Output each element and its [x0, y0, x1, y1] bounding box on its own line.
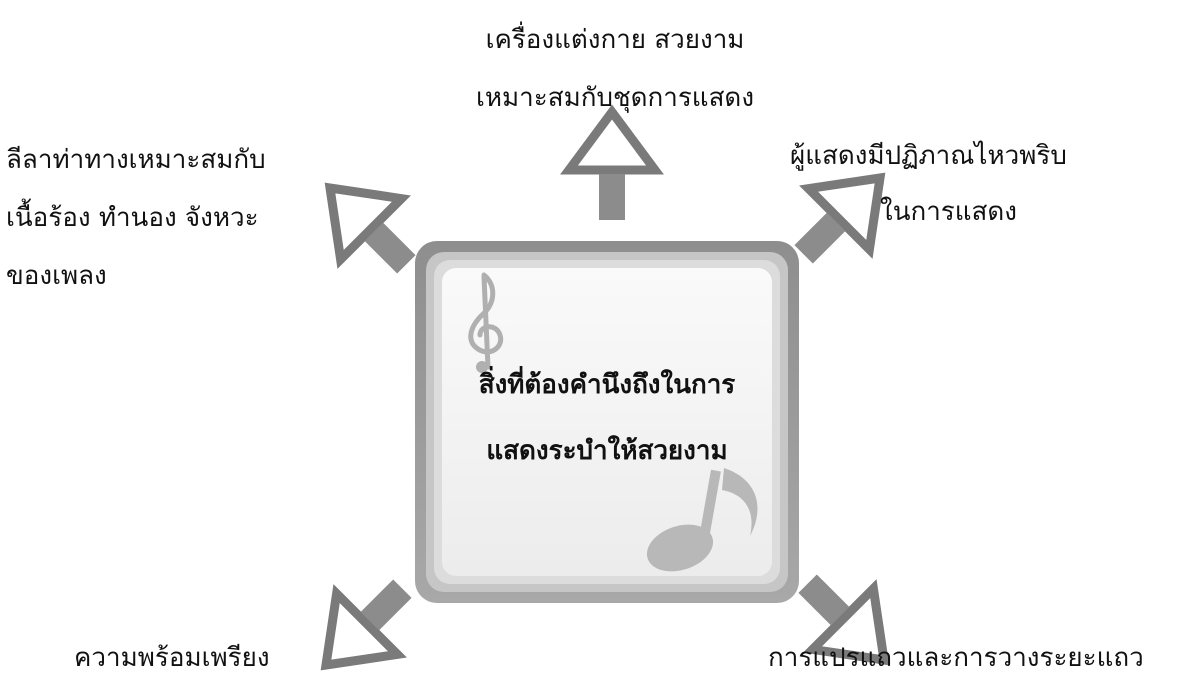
- label-bottom-left-line1: ความพร้อมเพรียง: [74, 643, 270, 673]
- arrow-down-left: [296, 558, 433, 681]
- label-top-left: ลีลาท่าทางเหมาะสมกับ เนื้อร้อง ทำนอง จัง…: [6, 138, 266, 298]
- arrow-up: [569, 112, 655, 220]
- label-top-left-line3: ของเพลง: [6, 261, 107, 291]
- label-top: เครื่องแต่งกาย สวยงาม เหมาะสมกับชุดการแส…: [380, 18, 850, 120]
- label-top-line1: เครื่องแต่งกาย สวยงาม: [485, 25, 745, 55]
- label-top-right-line1: ผู้แสดงมีปฏิภาณไหวพริบ: [790, 141, 1067, 171]
- label-top-line2: เหมาะสมกับชุดการแสดง: [475, 83, 755, 113]
- label-bottom-left: ความพร้อมเพรียง: [74, 636, 270, 680]
- center-title-line1: สิ่งที่ต้องคำนึงถึงในการ: [478, 370, 736, 400]
- center-title: สิ่งที่ต้องคำนึงถึงในการ แสดงระบำให้สวยง…: [415, 352, 799, 484]
- label-top-right: ผู้แสดงมีปฏิภาณไหวพริบ ในการแสดง: [790, 134, 1067, 234]
- label-top-right-line2: ในการแสดง: [880, 197, 1017, 227]
- center-frame: [415, 241, 799, 603]
- music-note-icon: [646, 468, 758, 572]
- label-top-left-line2: เนื้อร้อง ทำนอง จังหวะ: [6, 203, 259, 233]
- label-bottom-right-line1: การแปรแถวและการวางระยะแถว: [768, 643, 1144, 673]
- treble-clef-icon: [468, 272, 504, 373]
- label-bottom-right: การแปรแถวและการวางระยะแถว: [768, 636, 1144, 680]
- center-title-line2: แสดงระบำให้สวยงาม: [486, 436, 728, 466]
- label-top-left-line1: ลีลาท่าทางเหมาะสมกับ: [6, 145, 266, 175]
